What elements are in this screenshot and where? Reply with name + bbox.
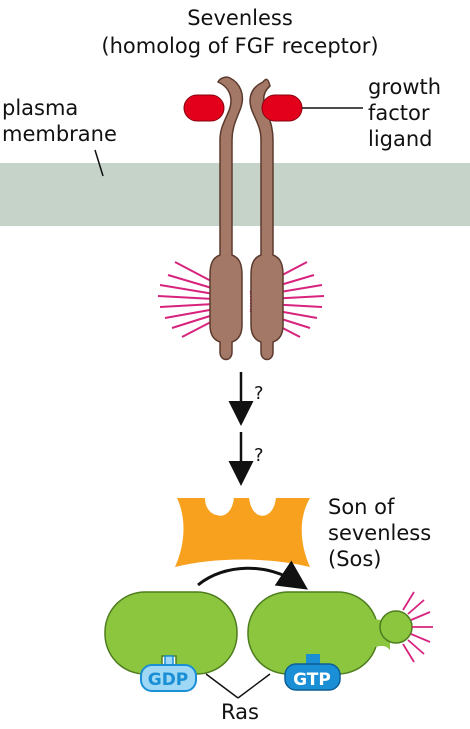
plasma-membrane-band [0,163,470,226]
growth-factor-ligand-right [261,94,303,122]
ras-gtp-activation-burst [402,591,433,663]
ras-gtp-head [379,610,413,644]
growth-factor-label-3: ligand [368,127,433,151]
gtp-label: GTP [293,670,331,690]
receptor-title: Sevenless [187,6,293,30]
plasma-membrane-label-1: plasma [2,96,79,120]
gtp-nucleotide [284,663,341,691]
growth-factor-ligand-left [183,94,225,122]
exchange-arrow [197,560,308,590]
ras-leader-left [205,673,239,699]
growth-factor-label-2: factor [368,101,430,125]
plasma-membrane-label-2: membrane [2,122,117,146]
plasma-membrane-leader [94,149,104,177]
receptor-chain-left [209,76,244,361]
gdp-nucleotide [140,664,197,692]
growth-factor-label-1: growth [368,75,442,99]
unknown-step-2-label: ? [254,445,264,466]
sos-protein [175,498,310,567]
sos-label-1: Son of [328,495,395,519]
sos-scoop-right [249,497,276,516]
sos-label-3: (Sos) [328,547,382,571]
unknown-step-1-label: ? [254,383,264,404]
receptor-subtitle: (homolog of FGF receptor) [101,34,379,58]
sos-scoop-left [207,497,234,516]
ras-leader-right [237,673,271,699]
ras-label: Ras [221,700,259,724]
sos-label-2: sevenless [328,521,432,545]
gdp-label: GDP [148,670,189,690]
